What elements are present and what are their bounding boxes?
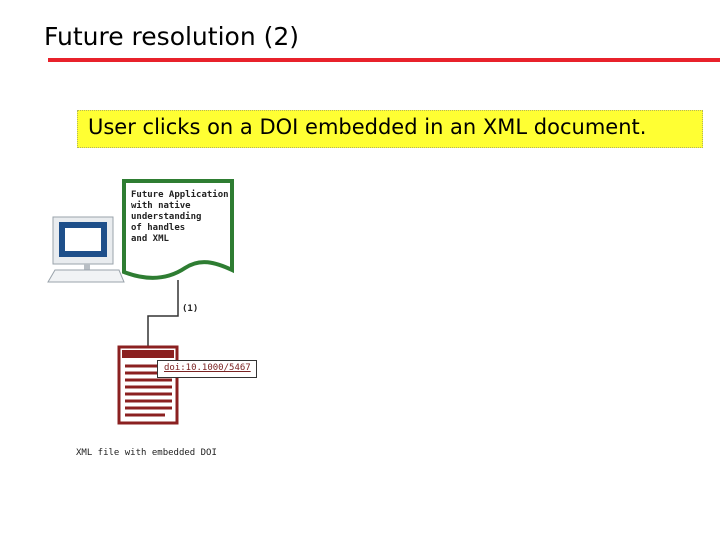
document-icon — [117, 345, 179, 425]
application-frame — [122, 179, 234, 280]
flow-connector — [147, 280, 179, 350]
doi-box: doi:10.1000/5467 — [157, 360, 257, 378]
file-caption: XML file with embedded DOI — [76, 448, 217, 458]
doi-link[interactable]: doi:10.1000/5467 — [164, 363, 251, 373]
application-label-line: with native — [131, 201, 191, 211]
slide-title: Future resolution (2) — [44, 22, 300, 51]
computer-icon — [47, 216, 125, 283]
application-label-line: and XML — [131, 234, 169, 244]
title-rule — [48, 58, 720, 62]
application-label-line: of handles — [131, 223, 186, 233]
step-label: (1) — [182, 304, 199, 314]
application-label-line: Future Application — [131, 190, 229, 200]
application-label: Future Application with native understan… — [131, 190, 231, 245]
application-label-line: understanding — [131, 212, 202, 222]
callout-box: User clicks on a DOI embedded in an XML … — [77, 110, 703, 148]
callout-text: User clicks on a DOI embedded in an XML … — [88, 115, 647, 139]
